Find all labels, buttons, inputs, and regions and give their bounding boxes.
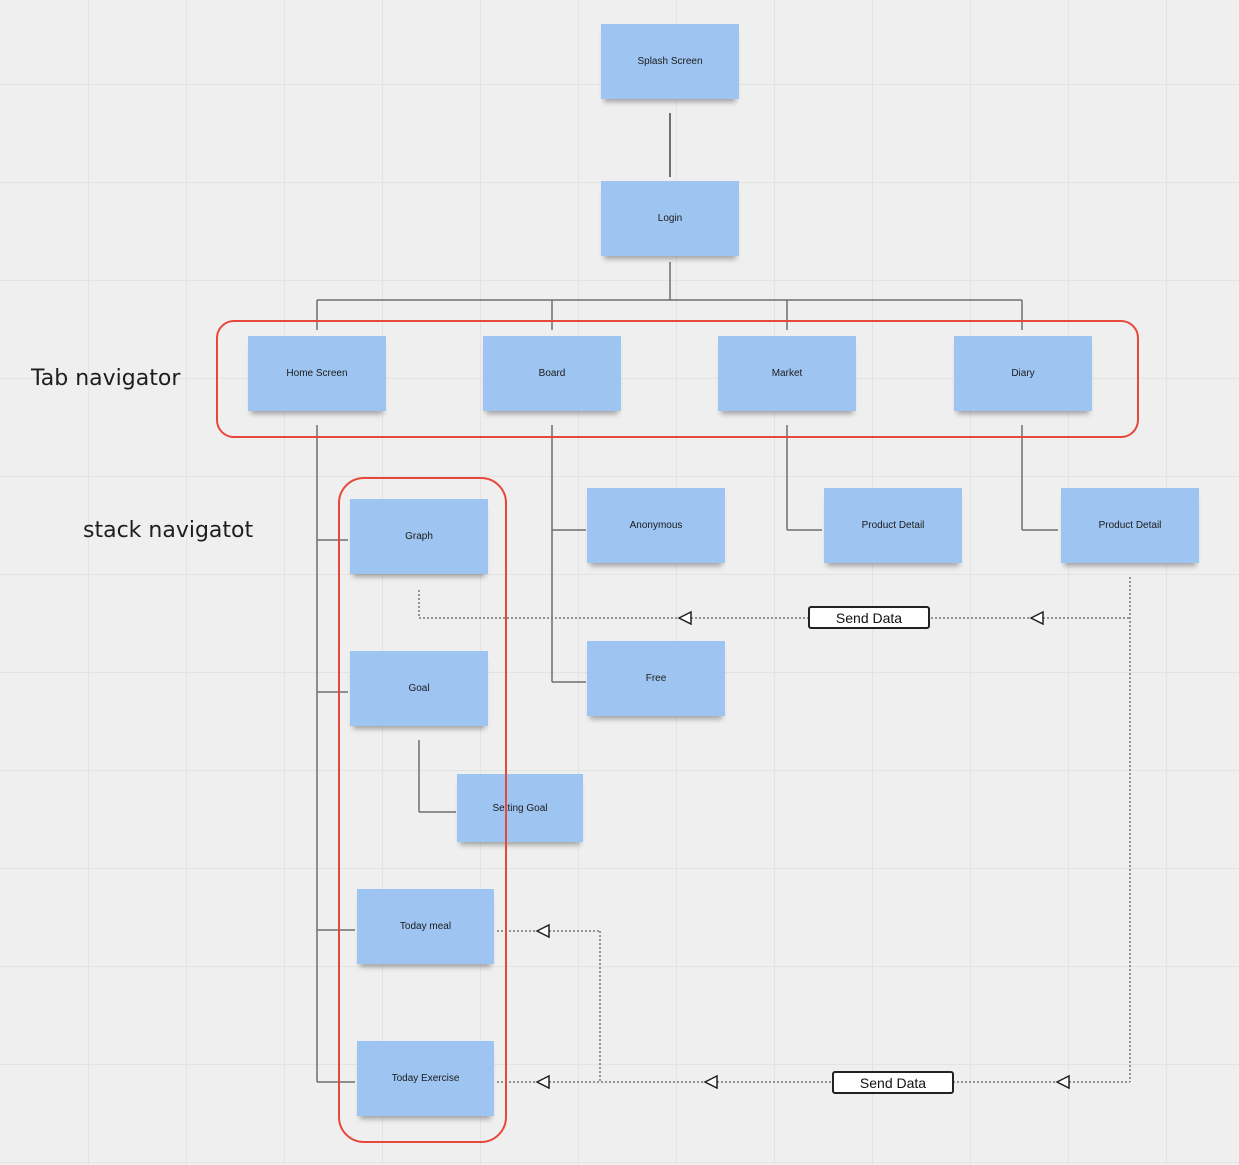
connector-diary-detail[interactable] xyxy=(1021,425,1058,531)
dataflow-lower-arrow-mid xyxy=(703,1074,718,1090)
note-market[interactable]: Market xyxy=(718,336,856,411)
note-setting-goal[interactable]: Setting Goal xyxy=(457,774,583,842)
note-login[interactable]: Login xyxy=(601,181,739,256)
note-product-detail-diary[interactable]: Product Detail xyxy=(1061,488,1199,563)
dataflow-upper-arrow-right xyxy=(1029,610,1044,626)
note-board[interactable]: Board xyxy=(483,336,621,411)
note-anonymous[interactable]: Anonymous xyxy=(587,488,725,563)
note-product-detail-market[interactable]: Product Detail xyxy=(824,488,962,563)
connector-login-tabs[interactable] xyxy=(316,262,1023,330)
note-diary[interactable]: Diary xyxy=(954,336,1092,411)
dataflow-lower-arrow-right xyxy=(1055,1074,1070,1090)
note-free[interactable]: Free xyxy=(587,641,725,716)
send-data-tag-upper[interactable]: Send Data xyxy=(808,606,930,629)
dataflow-upper-arrow-left xyxy=(677,610,692,626)
note-graph[interactable]: Graph xyxy=(350,499,488,574)
dataflow-lower[interactable] xyxy=(497,930,1130,1083)
connector-goal-setting[interactable] xyxy=(418,740,456,813)
tab-navigator-label[interactable]: Tab navigator xyxy=(31,366,181,391)
connector-home-stack[interactable] xyxy=(316,425,355,1083)
stack-navigator-frame[interactable] xyxy=(338,477,507,1143)
connector-market-detail[interactable] xyxy=(786,425,822,531)
dataflow-upper[interactable] xyxy=(418,577,1131,1082)
dataflow-exercise-arrow xyxy=(535,1074,550,1090)
connector-board-children[interactable] xyxy=(551,425,586,683)
note-splash-screen[interactable]: Splash Screen xyxy=(601,24,739,99)
tab-navigator-frame[interactable] xyxy=(216,320,1139,438)
send-data-tag-lower[interactable]: Send Data xyxy=(832,1071,954,1094)
note-today-exercise[interactable]: Today Exercise xyxy=(357,1041,494,1116)
dataflow-meal-arrow xyxy=(535,923,550,939)
note-home-screen[interactable]: Home Screen xyxy=(248,336,386,411)
note-goal[interactable]: Goal xyxy=(350,651,488,726)
note-today-meal[interactable]: Today meal xyxy=(357,889,494,964)
stack-navigator-label[interactable]: stack navigatot xyxy=(83,518,254,543)
